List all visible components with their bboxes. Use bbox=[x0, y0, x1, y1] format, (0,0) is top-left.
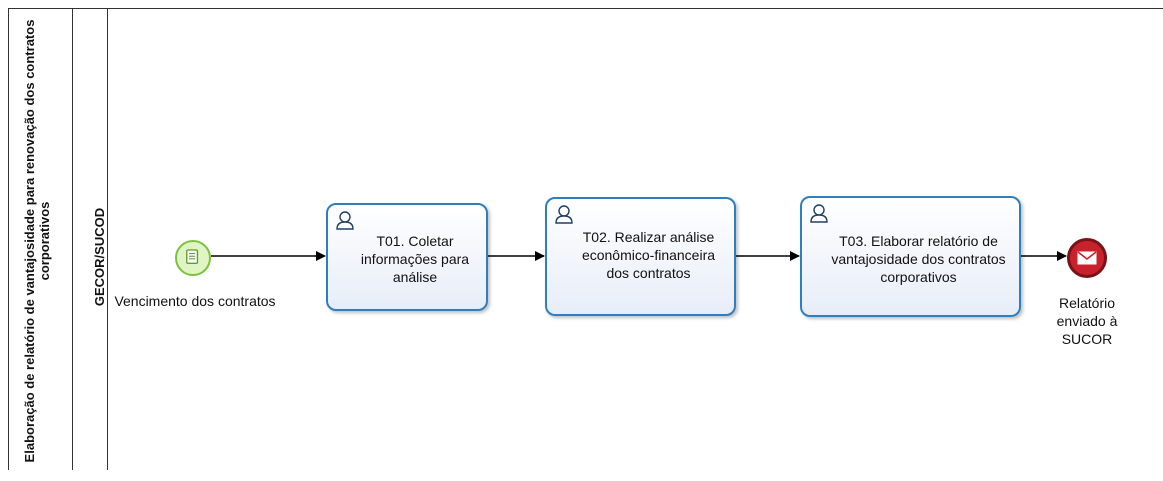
end-event-label: Relatório enviado à SUCOR bbox=[1056, 295, 1118, 347]
envelope-icon bbox=[1077, 251, 1097, 265]
start-event-label: Vencimento dos contratos bbox=[114, 293, 276, 309]
user-icon bbox=[810, 204, 828, 223]
pool bbox=[8, 8, 1163, 470]
user-icon bbox=[555, 205, 573, 224]
task-t01-label: T01. Coletar informações para análise bbox=[360, 233, 470, 285]
task-t02-label: T02. Realizar análise econômico-financei… bbox=[581, 229, 716, 281]
task-t03-label: T03. Elaborar relatório de vantajosidade… bbox=[831, 233, 1006, 285]
pool-divider bbox=[72, 8, 73, 470]
end-event[interactable] bbox=[1067, 238, 1107, 278]
document-icon bbox=[186, 249, 199, 264]
task-t02[interactable]: T02. Realizar análise econômico-financei… bbox=[545, 197, 736, 316]
user-icon bbox=[336, 211, 354, 230]
task-t01[interactable]: T01. Coletar informações para análise bbox=[326, 203, 488, 311]
task-t03[interactable]: T03. Elaborar relatório de vantajosidade… bbox=[800, 196, 1021, 317]
start-event[interactable] bbox=[175, 240, 211, 276]
lane-divider bbox=[107, 8, 108, 470]
